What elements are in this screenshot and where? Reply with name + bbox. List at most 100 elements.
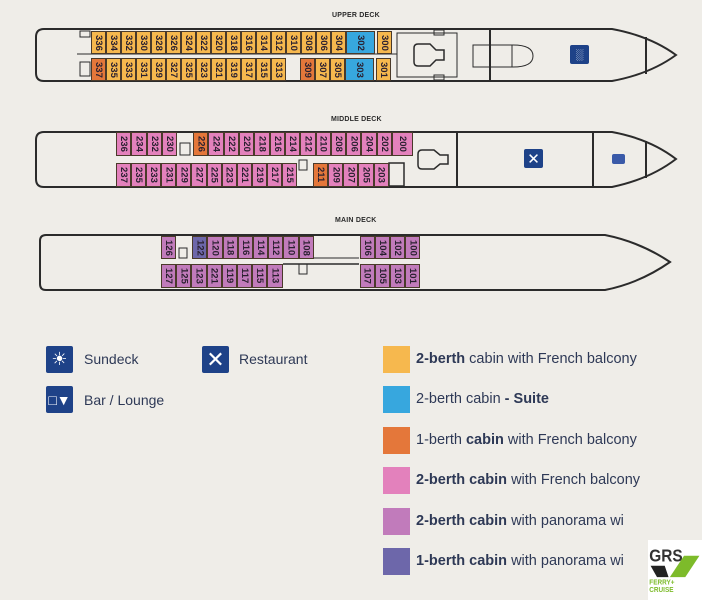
cabin-102[interactable]: 102 xyxy=(390,236,406,259)
cabin-119[interactable]: 119 xyxy=(221,264,237,288)
cabin-209[interactable]: 209 xyxy=(328,163,344,187)
cabin-125[interactable]: 125 xyxy=(176,264,192,288)
cabin-221[interactable]: 221 xyxy=(236,163,252,187)
cabin-203[interactable]: 203 xyxy=(373,163,389,187)
cabin-301[interactable]: 301 xyxy=(376,58,391,81)
cabin-227[interactable]: 227 xyxy=(191,163,207,187)
cabin-310[interactable]: 310 xyxy=(286,31,301,54)
cabin-219[interactable]: 219 xyxy=(251,163,267,187)
cabin-232[interactable]: 232 xyxy=(146,132,162,156)
cabin-237[interactable]: 237 xyxy=(116,163,132,187)
cabin-330[interactable]: 330 xyxy=(136,31,151,54)
cabin-306[interactable]: 306 xyxy=(316,31,331,54)
cabin-328[interactable]: 328 xyxy=(151,31,166,54)
cabin-115[interactable]: 115 xyxy=(252,264,268,288)
cabin-123[interactable]: 123 xyxy=(191,264,207,288)
cabin-116[interactable]: 116 xyxy=(237,236,253,259)
cabin-333[interactable]: 333 xyxy=(121,58,136,81)
cabin-322[interactable]: 322 xyxy=(196,31,211,54)
legend-swatch xyxy=(383,346,410,373)
cabin-324[interactable]: 324 xyxy=(181,31,196,54)
cabin-223[interactable]: 223 xyxy=(221,163,237,187)
cabin-207[interactable]: 207 xyxy=(343,163,359,187)
cabin-208[interactable]: 208 xyxy=(330,132,347,156)
cabin-103[interactable]: 103 xyxy=(389,264,406,288)
cabin-335[interactable]: 335 xyxy=(106,58,121,81)
cabin-113[interactable]: 113 xyxy=(267,264,283,288)
cabin-305[interactable]: 305 xyxy=(330,58,345,81)
cabin-118[interactable]: 118 xyxy=(222,236,238,259)
cabin-325[interactable]: 325 xyxy=(181,58,196,81)
cabin-215[interactable]: 215 xyxy=(282,163,298,187)
cabin-334[interactable]: 334 xyxy=(106,31,121,54)
cabin-101[interactable]: 101 xyxy=(405,264,421,288)
cabin-314[interactable]: 314 xyxy=(256,31,271,54)
cabin-235[interactable]: 235 xyxy=(131,163,147,187)
cabin-300[interactable]: 300 xyxy=(377,31,392,54)
cabin-212[interactable]: 212 xyxy=(300,132,316,156)
cabin-327[interactable]: 327 xyxy=(166,58,181,81)
cabin-210[interactable]: 210 xyxy=(315,132,331,156)
cabin-114[interactable]: 114 xyxy=(252,236,269,259)
cabin-205[interactable]: 205 xyxy=(358,163,374,187)
cabin-302[interactable]: 302 xyxy=(346,31,375,54)
cabin-229[interactable]: 229 xyxy=(176,163,192,187)
cabin-307[interactable]: 307 xyxy=(315,58,330,81)
cabin-316[interactable]: 316 xyxy=(241,31,256,54)
cabin-200[interactable]: 200 xyxy=(392,132,414,156)
cabin-315[interactable]: 315 xyxy=(256,58,271,81)
cabin-332[interactable]: 332 xyxy=(121,31,136,54)
cabin-225[interactable]: 225 xyxy=(206,163,222,187)
cabin-108[interactable]: 108 xyxy=(298,236,314,259)
cabin-236[interactable]: 236 xyxy=(116,132,132,156)
cabin-204[interactable]: 204 xyxy=(361,132,377,156)
cabin-117[interactable]: 117 xyxy=(236,264,253,288)
cabin-318[interactable]: 318 xyxy=(226,31,241,54)
cabin-110[interactable]: 110 xyxy=(283,236,299,259)
cabin-230[interactable]: 230 xyxy=(161,132,178,156)
cabin-216[interactable]: 216 xyxy=(269,132,285,156)
cabin-100[interactable]: 100 xyxy=(405,236,421,259)
cabin-231[interactable]: 231 xyxy=(161,163,177,187)
cabin-214[interactable]: 214 xyxy=(284,132,301,156)
cabin-217[interactable]: 217 xyxy=(266,163,283,187)
cabin-105[interactable]: 105 xyxy=(374,264,390,288)
cabin-331[interactable]: 331 xyxy=(136,58,151,81)
cabin-309[interactable]: 309 xyxy=(300,58,315,81)
cabin-112[interactable]: 112 xyxy=(268,236,284,259)
cabin-336[interactable]: 336 xyxy=(91,31,106,54)
cabin-224[interactable]: 224 xyxy=(208,132,224,156)
cabin-312[interactable]: 312 xyxy=(271,31,286,54)
cabin-120[interactable]: 120 xyxy=(207,236,223,259)
cabin-317[interactable]: 317 xyxy=(241,58,256,81)
cabin-329[interactable]: 329 xyxy=(151,58,166,81)
cabin-226[interactable]: 226 xyxy=(193,132,209,156)
cabin-320[interactable]: 320 xyxy=(211,31,226,54)
cabin-337[interactable]: 337 xyxy=(91,58,106,81)
cabin-304[interactable]: 304 xyxy=(331,31,346,54)
cabin-107[interactable]: 107 xyxy=(359,264,375,288)
cabin-202[interactable]: 202 xyxy=(376,132,393,156)
cabin-220[interactable]: 220 xyxy=(239,132,255,156)
svg-text:FERRY+: FERRY+ xyxy=(649,579,674,586)
cabin-313[interactable]: 313 xyxy=(271,58,286,81)
cabin-122[interactable]: 122 xyxy=(192,236,208,259)
legend-label: 1-berth cabin with panorama wi xyxy=(416,553,624,569)
cabin-126[interactable]: 126 xyxy=(161,236,177,259)
cabin-222[interactable]: 222 xyxy=(223,132,240,156)
cabin-127[interactable]: 127 xyxy=(161,264,177,288)
cabin-303[interactable]: 303 xyxy=(345,58,374,81)
cabin-233[interactable]: 233 xyxy=(146,163,162,187)
cabin-308[interactable]: 308 xyxy=(301,31,316,54)
cabin-319[interactable]: 319 xyxy=(226,58,241,81)
cabin-321[interactable]: 321 xyxy=(211,58,226,81)
cabin-206[interactable]: 206 xyxy=(346,132,362,156)
cabin-323[interactable]: 323 xyxy=(196,58,211,81)
cabin-221[interactable]: 221 xyxy=(206,264,222,288)
cabin-218[interactable]: 218 xyxy=(254,132,270,156)
cabin-211[interactable]: 211 xyxy=(313,163,329,187)
cabin-326[interactable]: 326 xyxy=(166,31,181,54)
cabin-234[interactable]: 234 xyxy=(131,132,147,156)
cabin-106[interactable]: 106 xyxy=(359,236,375,259)
cabin-104[interactable]: 104 xyxy=(374,236,391,259)
